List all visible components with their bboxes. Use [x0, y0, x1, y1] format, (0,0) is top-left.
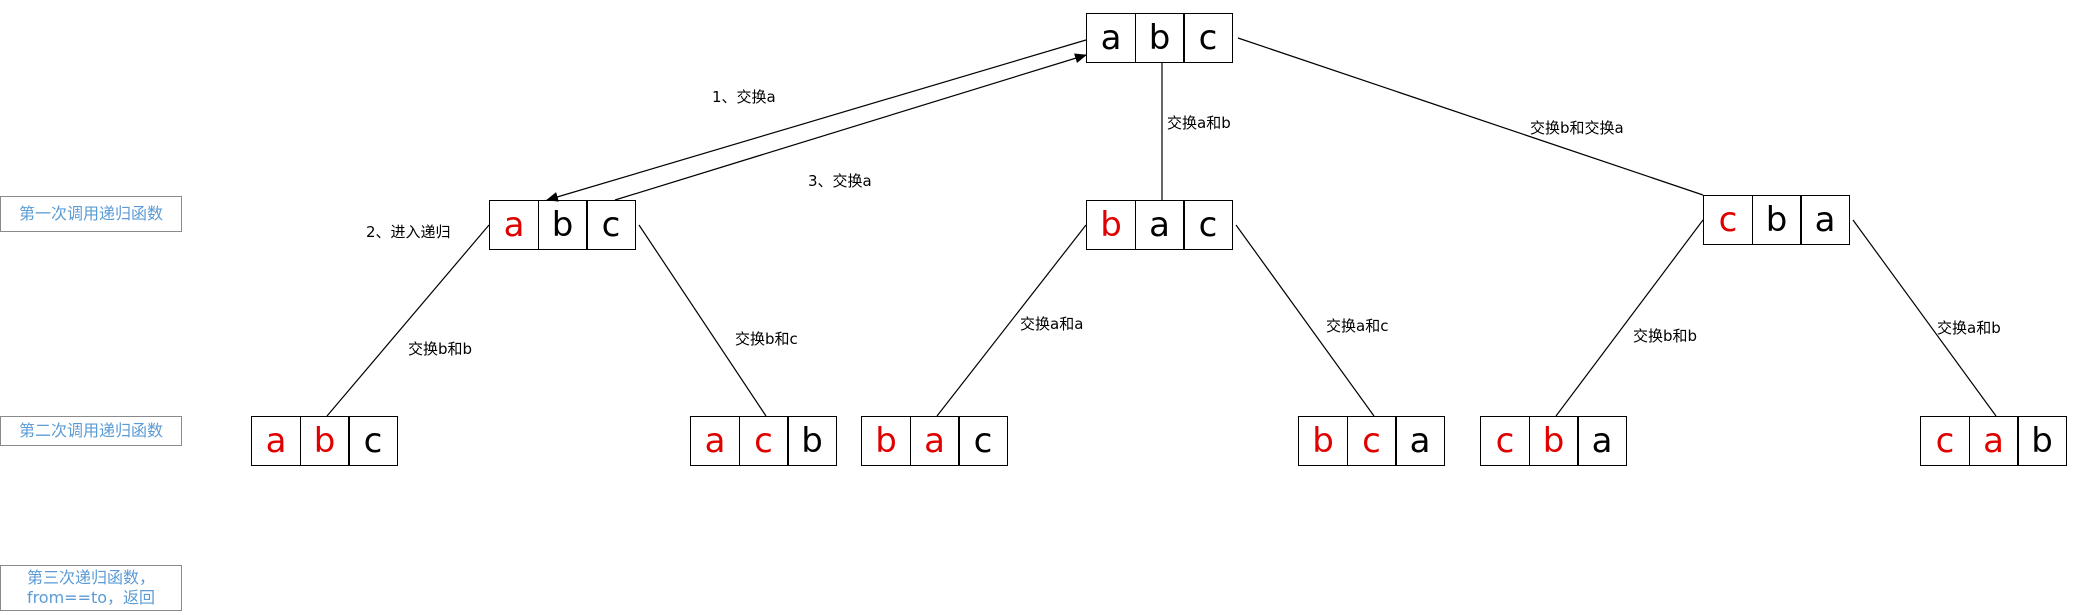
node-cell: a [1086, 13, 1136, 63]
node-cell: c [1920, 416, 1970, 466]
node-cell: b [1134, 13, 1185, 63]
node-cell: b [861, 416, 911, 466]
arrow-return-up [614, 53, 1087, 201]
edge-label-a-to-abc: 交换b和b [408, 340, 473, 358]
node-cell: a [909, 416, 960, 466]
node-cell: b [1751, 195, 1802, 245]
arrow-swap-down [546, 39, 1087, 202]
edge-label-b-to-bac: 交换a和a [1020, 315, 1084, 333]
node-cell: a [1577, 416, 1627, 466]
edge-label-root-to-c: 交换b和交换a [1530, 119, 1624, 137]
row-label-third-call: 第三次递归函数， from==to，返回 [0, 565, 182, 611]
node-cell: a [1395, 416, 1445, 466]
node-cell: b [1298, 416, 1348, 466]
node-cell: a [489, 200, 539, 250]
node-cell: a [1134, 200, 1185, 250]
node-cell: a [1800, 195, 1850, 245]
node-cell: c [1183, 13, 1233, 63]
edge-a-to-abc [326, 224, 490, 417]
row-label-first-call: 第一次调用递归函数 [0, 196, 182, 232]
node-cell: b [787, 416, 837, 466]
node-cell: c [1480, 416, 1530, 466]
edge-label-a-to-acb: 交换b和c [735, 330, 798, 348]
node-cell: c [348, 416, 398, 466]
edge-c-to-cba [1555, 219, 1704, 417]
edge-a-to-acb [638, 224, 767, 417]
node-cell: c [1346, 416, 1397, 466]
node-cell: c [1703, 195, 1753, 245]
node-cell: a [690, 416, 740, 466]
node-cell: a [1968, 416, 2019, 466]
edge-label-step3-swap-back: 3、交换a [808, 172, 872, 190]
node-cell: b [1528, 416, 1579, 466]
edge-label-root-to-b: 交换a和b [1167, 114, 1231, 132]
edge-label-step1-swap: 1、交换a [712, 88, 776, 106]
edge-c-to-cab [1852, 219, 1997, 417]
node-cell: b [2017, 416, 2067, 466]
edge-label-c-to-cab: 交换a和b [1937, 319, 2001, 337]
node-cell: c [738, 416, 789, 466]
node-cell: c [958, 416, 1008, 466]
edge-label-step2-recurse: 2、进入递归 [366, 223, 451, 241]
edge-label-c-to-cba: 交换b和b [1633, 327, 1698, 345]
node-cell: c [1183, 200, 1233, 250]
edge-b-to-bca [1235, 224, 1375, 417]
edge-label-b-to-bca: 交换a和c [1326, 317, 1389, 335]
node-cell: c [586, 200, 636, 250]
node-cell: b [299, 416, 350, 466]
node-cell: b [537, 200, 588, 250]
row-label-second-call: 第二次调用递归函数 [0, 416, 182, 446]
edge-b-to-bac [936, 224, 1087, 417]
node-cell: a [251, 416, 301, 466]
edge-root-to-c [1237, 37, 1704, 196]
node-cell: b [1086, 200, 1136, 250]
